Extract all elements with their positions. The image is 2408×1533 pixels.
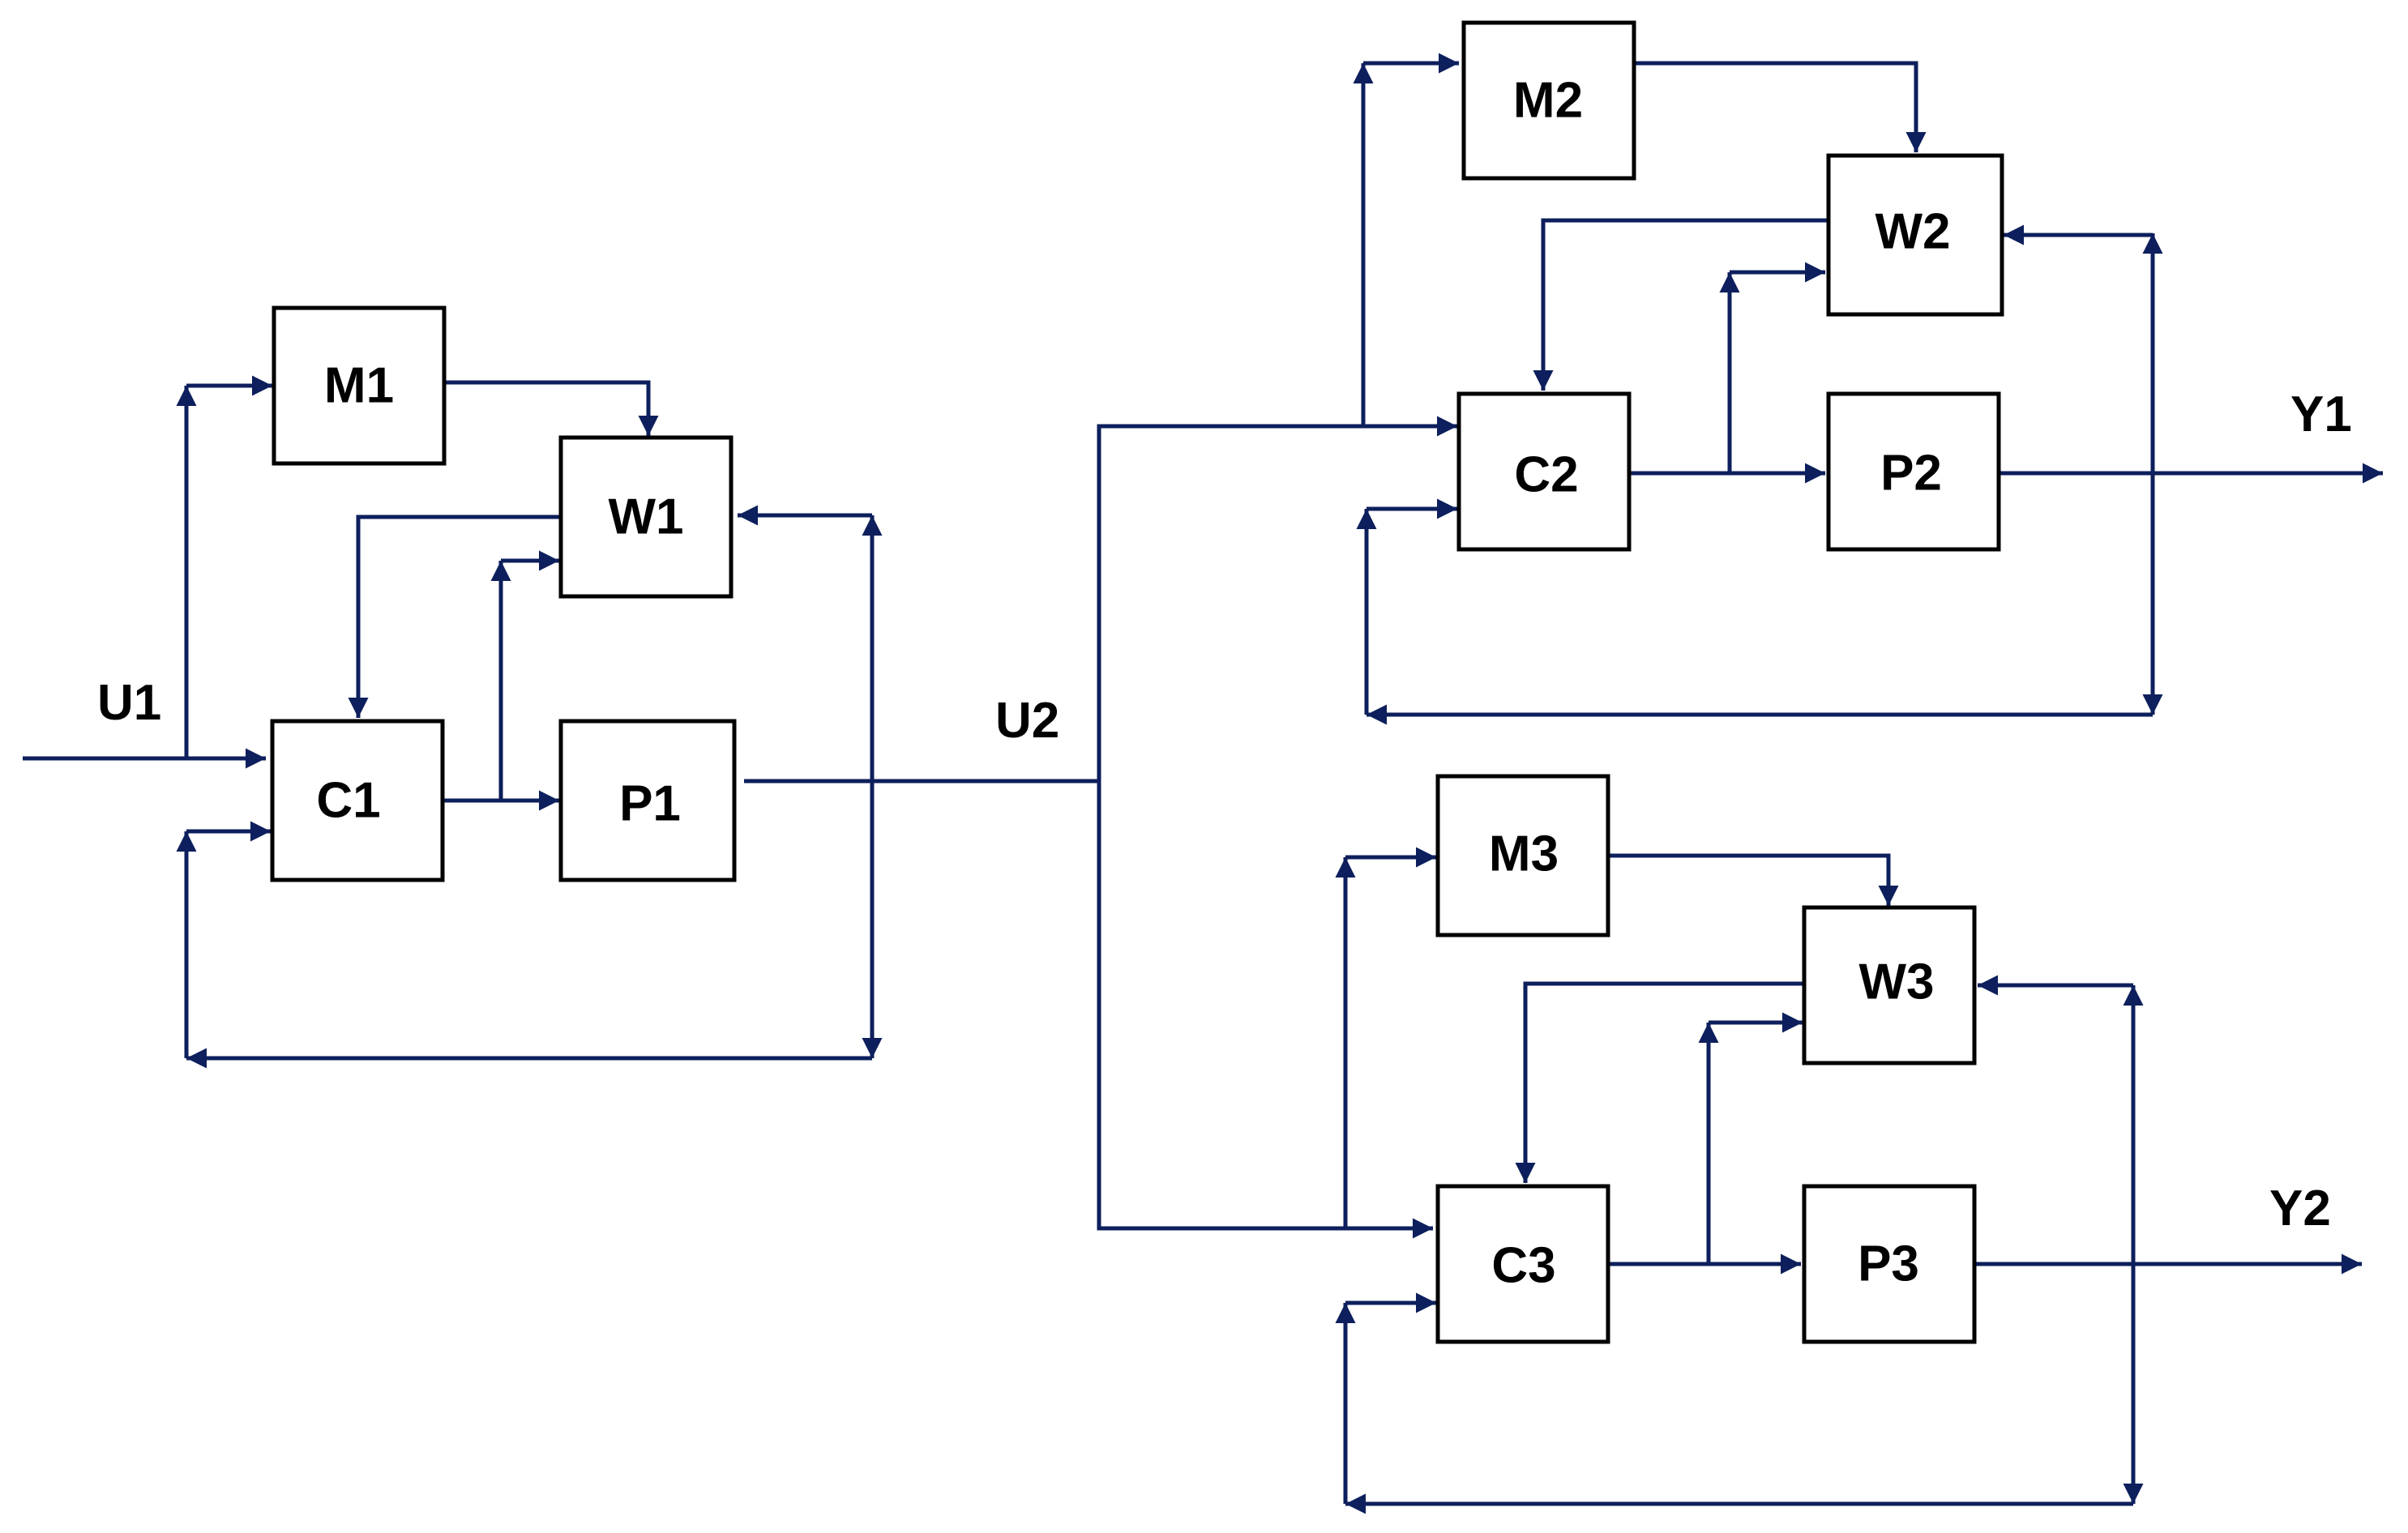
m1-to-w1-arrow	[444, 380, 659, 436]
block-c3: C3	[1435, 1184, 1610, 1344]
block-w1: W1	[558, 435, 734, 599]
signal-u1-label: U1	[97, 675, 161, 731]
block-w2-label: W2	[1876, 204, 1951, 260]
block-p3: P3	[1802, 1184, 1977, 1344]
block-m1: M1	[272, 305, 447, 466]
w1-to-c1-arrow	[348, 515, 559, 718]
block-m2-label: M2	[1513, 73, 1583, 129]
block-c2-label: C2	[1514, 447, 1578, 503]
block-p2: P2	[1826, 391, 2001, 552]
block-p1-label: P1	[619, 776, 681, 832]
m3-to-w3-arrow	[1608, 853, 1899, 906]
block-p3-label: P3	[1858, 1236, 1919, 1292]
block-p2-label: P2	[1880, 446, 1942, 502]
block-c1: C1	[270, 719, 445, 882]
block-c1-label: C1	[316, 773, 380, 829]
stage-1: M1 W1 C1 P1 U1	[23, 305, 1099, 1069]
block-p1: P1	[558, 719, 737, 882]
block-m3: M3	[1435, 774, 1610, 937]
block-w2: W2	[1826, 153, 2004, 317]
block-w3-label: W3	[1859, 954, 1935, 1010]
signal-y2-label: Y2	[2269, 1181, 2331, 1236]
block-c2: C2	[1456, 391, 1632, 552]
block-m1-label: M1	[324, 358, 394, 414]
signal-y1-label: Y1	[2290, 386, 2352, 442]
block-m2: M2	[1461, 20, 1636, 181]
block-w1-label: W1	[609, 489, 684, 545]
u2-trunk-upper	[1097, 416, 1457, 781]
signal-u2-label: U2	[995, 693, 1059, 749]
u2-junction: U2	[995, 416, 1457, 1239]
stage-2: M2 W2 C2 P2 Y1	[1353, 20, 2383, 725]
m2-to-w2-arrow	[1634, 61, 1927, 152]
block-w3: W3	[1802, 905, 1977, 1065]
block-m3-label: M3	[1489, 826, 1559, 882]
block-c3-label: C3	[1491, 1238, 1555, 1294]
w2-to-c2-arrow	[1533, 218, 1827, 391]
u2-trunk-lower	[1097, 781, 1433, 1239]
stage-3: M3 W3 C3 P3 Y2	[1335, 774, 2362, 1514]
w3-to-c3-arrow	[1515, 981, 1804, 1183]
